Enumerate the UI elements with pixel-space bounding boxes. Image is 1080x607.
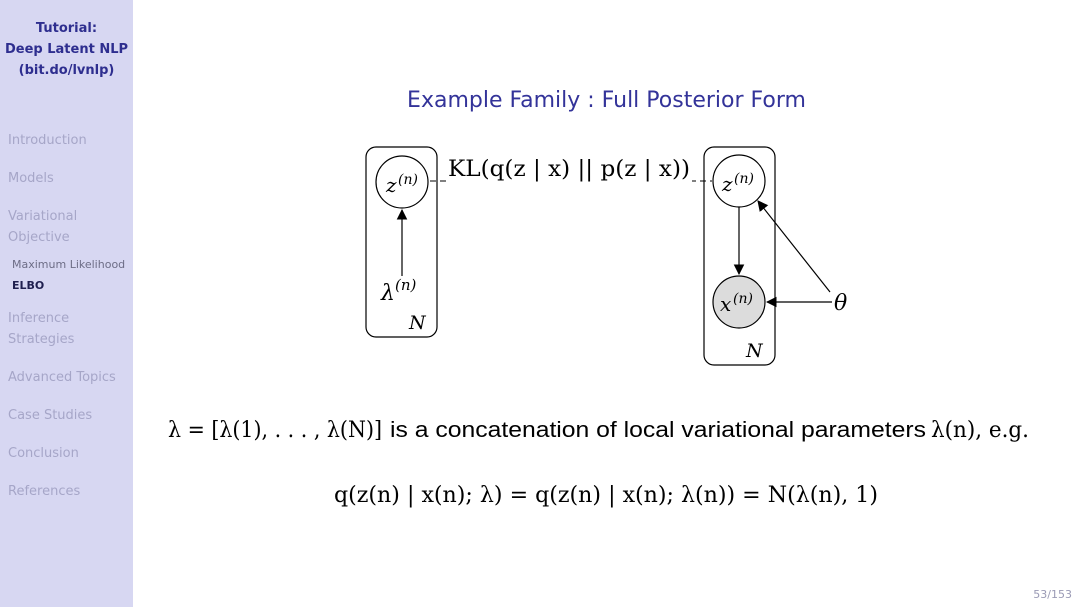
variational-distribution-equation: q(z(n) | x(n); λ) = q(z(n) | x(n); λ(n))… (334, 483, 878, 508)
kl-divergence-label: KL(q(z | x) || p(z | x)) (448, 157, 690, 182)
x-superscript: (n) (733, 291, 753, 307)
left-plate-count-label: N (408, 312, 427, 334)
right-plate-count-label: N (745, 340, 764, 362)
description-tail: λ(n), e.g. (931, 418, 1029, 443)
tutorial-title-line-2[interactable]: Deep Latent NLP (4, 42, 129, 57)
left-z-superscript: (n) (398, 172, 418, 188)
nav-variational-objective-line-1[interactable]: Variational (8, 209, 78, 224)
observed-x-node (712, 275, 766, 329)
nav-elbo[interactable]: ELBO (12, 279, 45, 292)
lambda-concatenation-formula: λ = [λ(1), . . . , λ(N)] (168, 418, 382, 443)
nav-advanced-topics[interactable]: Advanced Topics (8, 370, 116, 385)
sidebar-navigation: Tutorial: Deep Latent NLP (bit.do/lvnlp)… (0, 0, 133, 607)
nav-introduction[interactable]: Introduction (8, 133, 87, 148)
nav-conclusion[interactable]: Conclusion (8, 446, 79, 461)
right-z-superscript: (n) (734, 171, 754, 187)
slide-title: Example Family : Full Posterior Form (407, 88, 806, 113)
tutorial-title-line-3[interactable]: (bit.do/lvnlp) (18, 63, 115, 78)
nav-inference-strategies-line-2[interactable]: Strategies (8, 332, 75, 347)
nav-models[interactable]: Models (8, 171, 54, 186)
tutorial-title-line-1[interactable]: Tutorial: (35, 21, 98, 36)
nav-maximum-likelihood[interactable]: Maximum Likelihood (12, 258, 126, 271)
right-plate (703, 146, 776, 366)
nav-references[interactable]: References (8, 484, 81, 499)
theta-to-z-arrow (757, 200, 831, 293)
right-z-label: z (721, 172, 733, 196)
kl-label-background (446, 153, 692, 183)
nav-case-studies[interactable]: Case Studies (8, 408, 93, 423)
concatenation-description: is a concatenation of local variational … (390, 417, 926, 442)
left-z-label: z (385, 173, 397, 197)
nav-variational-objective-line-2[interactable]: Objective (8, 230, 70, 245)
left-latent-z-node (375, 155, 429, 209)
lambda-superscript: (n) (395, 276, 417, 294)
nav-inference-strategies-line-1[interactable]: Inference (8, 311, 70, 326)
theta-label: θ (834, 291, 847, 316)
left-plate (365, 146, 438, 338)
lambda-label: λ (380, 281, 395, 306)
page-number: 53/153 (1033, 588, 1072, 601)
x-label: x (720, 292, 731, 316)
